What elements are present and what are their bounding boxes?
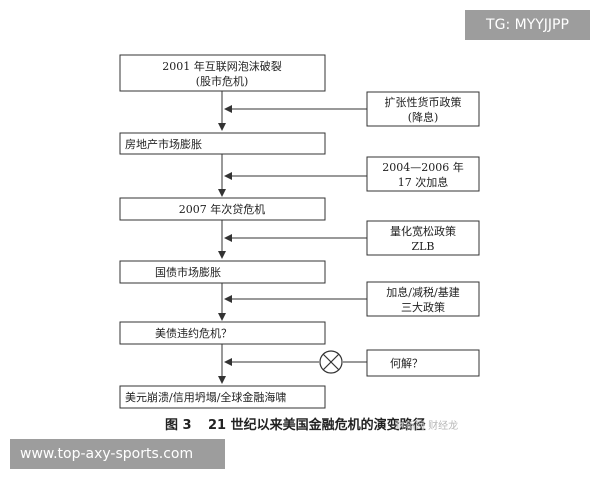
main-box-0: 2001 年互联网泡沫破裂 (股市危机): [119, 54, 326, 92]
main-box-line: 国债市场膨胀: [155, 265, 221, 279]
main-box-line: 美元崩溃/信用坍塌/全球金融海啸: [125, 390, 286, 404]
main-box-line: 2007 年次贷危机: [179, 202, 266, 216]
side-box-line: ZLB: [411, 240, 434, 253]
circle-x-icon: [319, 350, 343, 374]
side-box-line: (降息): [408, 110, 439, 124]
side-box-line: 三大政策: [401, 300, 445, 314]
main-box-line: 美债违约危机？: [155, 326, 232, 340]
side-box-3: 加息/减税/基建 三大政策: [224, 281, 480, 317]
main-box-line: 房地产市场膨胀: [125, 137, 202, 151]
main-box-1: 房地产市场膨胀: [119, 132, 326, 155]
main-box-2: 2007 年次贷危机: [119, 197, 326, 221]
side-box-line: 17 次加息: [398, 175, 449, 189]
watermark-bottom: www.top-axy-sports.com: [10, 439, 225, 469]
figure-title: 21 世纪以来美国金融危机的演变路径: [208, 417, 426, 433]
side-box-2: 量化宽松政策 ZLB: [224, 220, 480, 256]
main-box-5: 美元崩溃/信用坍塌/全球金融海啸: [119, 385, 326, 409]
main-box-line: (股市危机): [196, 74, 249, 88]
side-box-line: 何解？: [390, 356, 423, 370]
side-box-line: 加息/减税/基建: [386, 285, 459, 299]
side-box-line: 扩张性货币政策: [385, 95, 462, 109]
image-credit: 财新网 财经龙: [395, 419, 458, 432]
watermark-top: TG: MYYJJPP: [465, 10, 590, 40]
side-box-line: 2004—2006 年: [382, 160, 464, 174]
main-box-3: 国债市场膨胀: [119, 260, 326, 284]
figure-number: 图 3: [165, 418, 192, 433]
main-box-line: 2001 年互联网泡沫破裂: [162, 59, 282, 73]
side-box-1: 2004—2006 年 17 次加息: [224, 156, 480, 192]
side-box-4: 何解？: [224, 349, 480, 377]
side-box-line: 量化宽松政策: [390, 224, 456, 238]
main-box-4: 美债违约危机？: [119, 321, 326, 345]
side-box-0: 扩张性货币政策 (降息): [224, 91, 480, 127]
